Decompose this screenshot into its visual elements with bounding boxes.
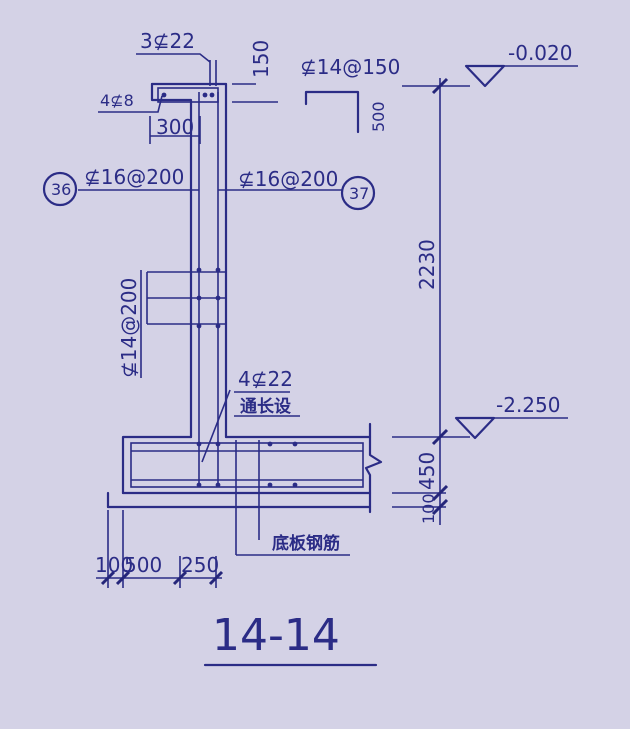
label-dim-100-bottom: 100 [95, 553, 133, 577]
footing-rebar [130, 389, 364, 555]
label-through-length: 通长设 [240, 396, 291, 417]
label-horizontal-bar: ⊈14@200 [117, 278, 141, 378]
label-bent-bar: ⊈14@150 [300, 55, 400, 79]
label-circle-37: 37 [349, 184, 369, 203]
label-wall-right-bar: ⊈16@200 [238, 167, 338, 191]
label-dim-500-bottom: 500 [124, 553, 162, 577]
elevation-top-marker [464, 64, 578, 88]
leader-lines [78, 53, 360, 556]
wall-outline [106, 82, 383, 514]
elevation-bottom-marker [454, 416, 568, 440]
callout-circle-36 [42, 171, 78, 207]
label-dim-100-right: 100 [419, 493, 438, 524]
label-dim-150: 150 [249, 40, 273, 78]
label-height-dim: 2230 [415, 239, 439, 290]
height-dimension [392, 77, 470, 525]
label-wall-left-bar: ⊈16@200 [84, 165, 184, 189]
label-elevation-bottom: -2.250 [496, 393, 560, 417]
label-top-bar: 3⊈22 [140, 29, 195, 53]
label-slab-rebar: 底板钢筋 [272, 533, 340, 554]
label-dim-300: 300 [156, 115, 194, 139]
label-longitudinal-bar: 4⊈22 [238, 367, 293, 391]
label-circle-36: 36 [51, 180, 71, 199]
bottom-dimension [96, 510, 224, 588]
label-dim-500-right: 500 [369, 101, 388, 132]
label-dim-450: 450 [415, 452, 439, 490]
wall-rebar [146, 60, 226, 485]
label-dim-250-bottom: 250 [181, 553, 219, 577]
label-elevation-top: -0.020 [508, 41, 572, 65]
callout-circle-37 [340, 175, 376, 211]
label-stirrup: 4⊈8 [100, 91, 134, 110]
section-title: 14-14 [212, 610, 340, 661]
